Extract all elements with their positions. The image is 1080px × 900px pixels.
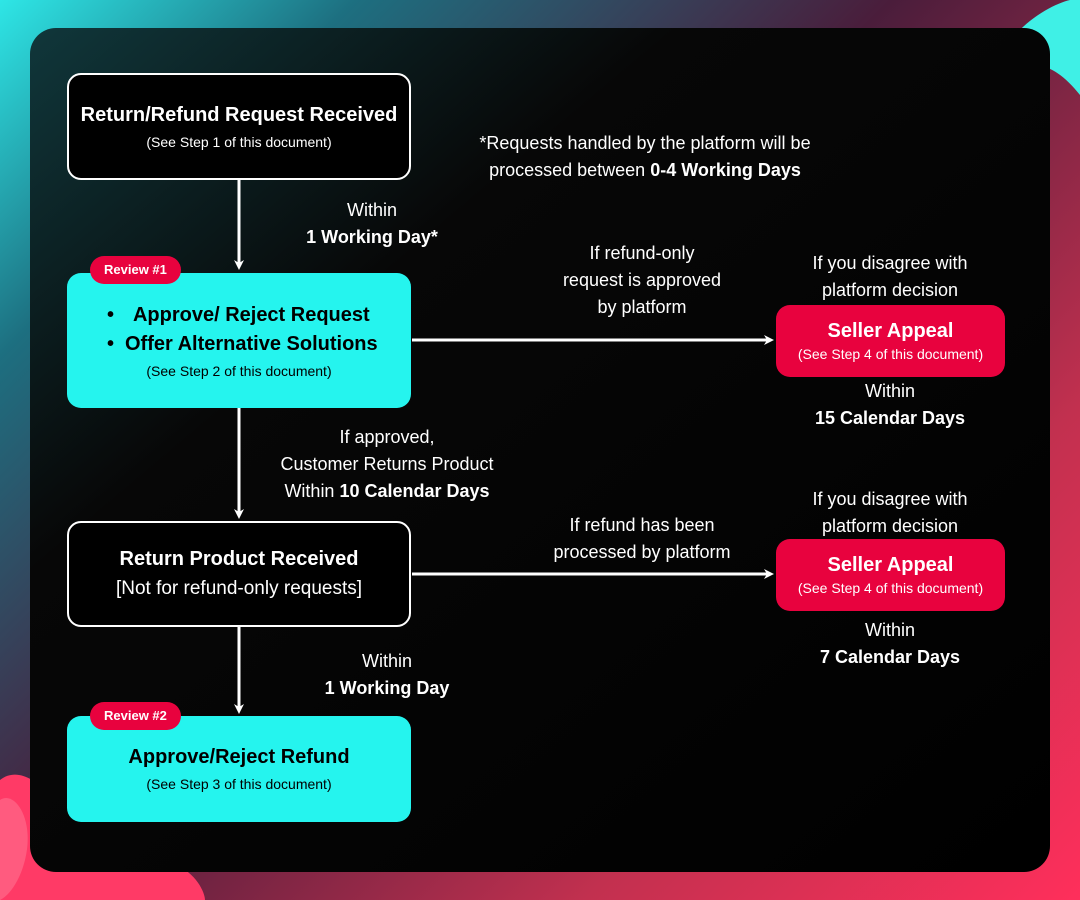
review2-subtitle: (See Step 3 of this document) bbox=[146, 776, 332, 792]
appeal2-condition-label: If you disagree with platform decision bbox=[775, 486, 1005, 540]
seller-appeal-1-box: Seller Appeal (See Step 4 of this docume… bbox=[776, 305, 1005, 377]
review1-box: Approve/ Reject Request Offer Alternativ… bbox=[67, 273, 411, 408]
review1-to-appeal1-line2: request is approved bbox=[562, 270, 722, 290]
appeal2-above-line1: If you disagree with bbox=[812, 489, 968, 509]
return-received-subtitle: [Not for refund-only requests] bbox=[115, 578, 363, 599]
review1-to-return-label: If approved, Customer Returns Product Wi… bbox=[262, 424, 512, 505]
review1-to-return-line3-prefix: Within bbox=[284, 481, 340, 501]
review1-bullet-approve-reject: Approve/ Reject Request bbox=[107, 301, 378, 330]
review2-badge: Review #2 bbox=[90, 702, 181, 730]
appeal2-subtitle: (See Step 4 of this document) bbox=[797, 580, 984, 596]
step1-to-review1-label: Within 1 Working Day* bbox=[272, 197, 472, 251]
appeal1-above-line2: platform decision bbox=[821, 280, 959, 300]
review1-to-return-line1: If approved, bbox=[339, 427, 435, 447]
appeal2-below-line1: Within bbox=[864, 620, 915, 640]
review1-bullets: Approve/ Reject Request Offer Alternativ… bbox=[107, 301, 378, 359]
review1-badge: Review #1 bbox=[90, 256, 181, 284]
return-received-title: Return Product Received bbox=[119, 548, 359, 570]
appeal2-deadline-label: Within 7 Calendar Days bbox=[775, 617, 1005, 671]
appeal2-above-line2: platform decision bbox=[821, 516, 959, 536]
step1-to-review1-line1: Within bbox=[346, 200, 397, 220]
review1-to-return-line2: Customer Returns Product bbox=[280, 454, 494, 474]
processing-time-note: *Requests handled by the platform will b… bbox=[430, 130, 860, 184]
return-to-review2-line1: Within bbox=[361, 651, 412, 671]
step1-request-received-box: Return/Refund Request Received (See Step… bbox=[67, 73, 411, 180]
review1-bullet-alternatives: Offer Alternative Solutions bbox=[107, 330, 378, 359]
appeal1-deadline-label: Within 15 Calendar Days bbox=[775, 378, 1005, 432]
return-product-received-box: Return Product Received [Not for refund-… bbox=[67, 521, 411, 627]
review1-to-appeal1-label: If refund-only request is approved by pl… bbox=[527, 240, 757, 321]
review1-to-appeal1-line1: If refund-only bbox=[589, 243, 695, 263]
note-line-2-bold: 0-4 Working Days bbox=[650, 160, 801, 180]
appeal1-below-line1: Within bbox=[864, 381, 915, 401]
review2-box: Approve/Reject Refund (See Step 3 of thi… bbox=[67, 716, 411, 822]
return-to-review2-label: Within 1 Working Day bbox=[287, 648, 487, 702]
return-to-appeal2-label: If refund has been processed by platform bbox=[527, 512, 757, 566]
appeal2-title: Seller Appeal bbox=[827, 554, 954, 576]
appeal1-condition-label: If you disagree with platform decision bbox=[775, 250, 1005, 304]
review2-title: Approve/Reject Refund bbox=[128, 746, 350, 768]
return-to-review2-line2: 1 Working Day bbox=[324, 678, 450, 698]
step1-to-review1-line2: 1 Working Day* bbox=[306, 227, 438, 247]
step1-title: Return/Refund Request Received bbox=[80, 103, 398, 126]
appeal1-subtitle: (See Step 4 of this document) bbox=[797, 346, 984, 362]
note-line-2-prefix: processed between bbox=[489, 160, 651, 180]
appeal1-above-line1: If you disagree with bbox=[812, 253, 968, 273]
review1-subtitle: (See Step 2 of this document) bbox=[146, 362, 332, 379]
step1-subtitle: (See Step 1 of this document) bbox=[146, 133, 332, 150]
note-line-1: *Requests handled by the platform will b… bbox=[479, 133, 811, 153]
return-to-appeal2-line2: processed by platform bbox=[553, 542, 731, 562]
review1-to-appeal1-line3: by platform bbox=[597, 297, 687, 317]
appeal2-below-line2: 7 Calendar Days bbox=[819, 647, 961, 667]
seller-appeal-2-box: Seller Appeal (See Step 4 of this docume… bbox=[776, 539, 1005, 611]
appeal1-title: Seller Appeal bbox=[827, 320, 954, 342]
review1-to-return-line3-bold: 10 Calendar Days bbox=[339, 481, 490, 501]
return-to-appeal2-line1: If refund has been bbox=[569, 515, 715, 535]
appeal1-below-line2: 15 Calendar Days bbox=[814, 408, 966, 428]
